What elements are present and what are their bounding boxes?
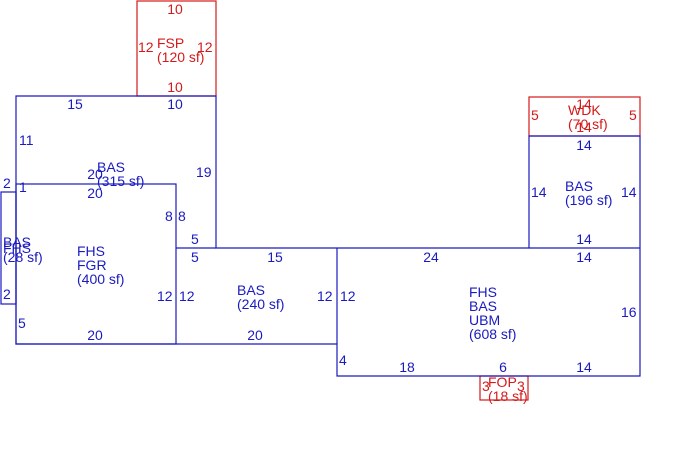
dim-mid-top: 15 xyxy=(267,249,283,265)
dim-bas-right-top: 14 xyxy=(576,137,592,153)
dim-fop-right: 3 xyxy=(517,378,525,394)
fsp-area-label: FSP (120 sf) xyxy=(157,35,204,65)
dim-mid-bottom: 20 xyxy=(247,327,263,343)
dim-fsp-bottom: 10 xyxy=(167,79,183,95)
dim-fsp-left: 12 xyxy=(138,39,154,55)
dim-mid-right-b: 12 xyxy=(340,288,356,304)
dim-step-5-b: 5 xyxy=(191,249,199,265)
dim-inner-8-a: 8 xyxy=(165,208,173,224)
dim-wdk-right: 5 xyxy=(629,107,637,123)
dim-inner-8-b: 8 xyxy=(178,208,186,224)
dim-wdk-left: 5 xyxy=(531,107,539,123)
bas-right-area-label: BAS (196 sf) xyxy=(565,178,612,208)
small-left-area-label-2: FHS (28 sf) xyxy=(3,240,43,265)
dim-mid-left: 12 xyxy=(179,288,195,304)
dim-wdk-top: 14 xyxy=(576,96,592,112)
dim-bas-right-bottom: 14 xyxy=(576,231,592,247)
dim-main-top: 24 xyxy=(423,249,439,265)
dim-wdk-bottom: 14 xyxy=(576,119,592,135)
wdk-area-label: WDK (70 sf) xyxy=(568,102,608,132)
dim-fgr-left-5: 5 xyxy=(18,315,26,331)
dim-left-2-bottom: 2 xyxy=(3,286,11,302)
main-area-label: FHS BAS UBM (608 sf) xyxy=(469,284,516,342)
small-left-area-label: BAS xyxy=(3,234,31,250)
dim-upper-top-right: 10 xyxy=(167,96,183,112)
dim-step-5-a: 5 xyxy=(191,231,199,247)
dim-upper-left: 11 xyxy=(19,132,34,148)
dim-left-2-top: 2 xyxy=(3,175,11,191)
dim-mid-right-a: 12 xyxy=(317,288,333,304)
dim-main-left-4: 4 xyxy=(339,352,347,368)
dim-inner-20-b: 20 xyxy=(87,185,103,201)
dim-fsp-top: 10 xyxy=(167,1,183,17)
bas-upper-area-label: BAS (315 sf) xyxy=(97,159,144,189)
dim-bas-right-right: 14 xyxy=(621,184,637,200)
main-building-outline xyxy=(15,95,641,377)
dim-upper-top-left: 15 xyxy=(67,96,83,112)
dim-inner-20-a: 20 xyxy=(87,166,103,182)
dim-main-bottom-18: 18 xyxy=(399,359,415,375)
fop-area-label: FOP (18 sf) xyxy=(488,374,528,404)
small-left-outline xyxy=(0,191,17,305)
dim-bas-right-left: 14 xyxy=(531,184,547,200)
bas-mid-area-label: BAS (240 sf) xyxy=(237,282,284,312)
dim-main-top-right: 14 xyxy=(576,249,592,265)
dim-fgr-bottom: 20 xyxy=(87,327,103,343)
dim-upper-right: 19 xyxy=(196,164,212,180)
dim-main-right: 16 xyxy=(621,304,637,320)
dim-fgr-right: 12 xyxy=(157,288,173,304)
dim-main-bottom-14: 14 xyxy=(576,359,592,375)
dim-fsp-right: 12 xyxy=(197,39,213,55)
dim-main-bottom-6: 6 xyxy=(499,359,507,375)
dim-fop-left: 3 xyxy=(482,378,490,394)
fhs-fgr-area-label: FHS FGR (400 sf) xyxy=(77,243,124,287)
dim-left-1: 1 xyxy=(19,179,27,195)
